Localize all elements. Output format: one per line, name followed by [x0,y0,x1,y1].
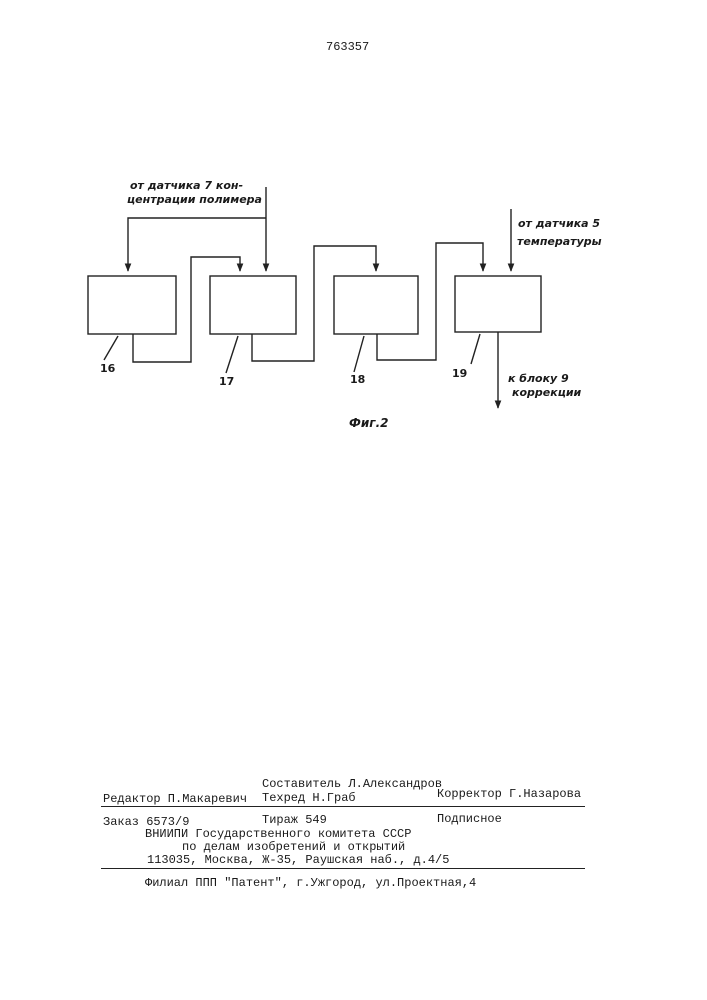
input-label-sensor7-line1: от датчика 7 кон- [130,179,243,192]
footer-corrector: Корректор Г.Назарова [437,787,581,801]
leader-16 [104,336,118,360]
footer-org-line2: по делам изобретений и открытий [182,840,405,854]
footer-subscription: Подписное [437,812,502,826]
block-16 [88,276,176,334]
footer-org-line1: ВНИИПИ Государственного комитета СССР [145,827,411,841]
footer-rule-1 [101,806,585,807]
link-17-18 [252,246,376,361]
footer-editor: Редактор П.Макаревич [103,792,247,806]
footer-rule-2 [101,868,585,869]
output-label-line2: коррекции [512,386,581,399]
branch-to-16 [128,218,266,271]
footer-address: 113035, Москва, Ж-35, Раушская наб., д.4… [147,853,449,867]
block-19 [455,276,541,332]
footer-circulation: Тираж 549 [262,813,327,827]
block-label-19: 19 [452,367,467,380]
leader-18 [354,336,364,372]
figure-caption: Фиг.2 [349,416,389,430]
input-label-sensor5-line1: от датчика 5 [518,217,600,230]
footer-composer: Составитель Л.Александров [262,777,442,791]
block-17 [210,276,296,334]
link-18-19 [377,243,483,360]
footer-branch: Филиал ППП "Патент", г.Ужгород, ул.Проек… [145,876,476,890]
input-label-sensor5-line2: температуры [517,235,602,248]
block-18 [334,276,418,334]
link-16-17 [133,257,240,362]
block-label-18: 18 [350,373,365,386]
block-label-17: 17 [219,375,234,388]
leader-17 [226,336,238,373]
footer-techred: Техред Н.Граб [262,791,356,805]
leader-19 [471,334,480,364]
block-label-16: 16 [100,362,115,375]
output-label-line1: к блоку 9 [508,372,569,385]
input-label-sensor7-line2: центрации полимера [127,193,262,206]
